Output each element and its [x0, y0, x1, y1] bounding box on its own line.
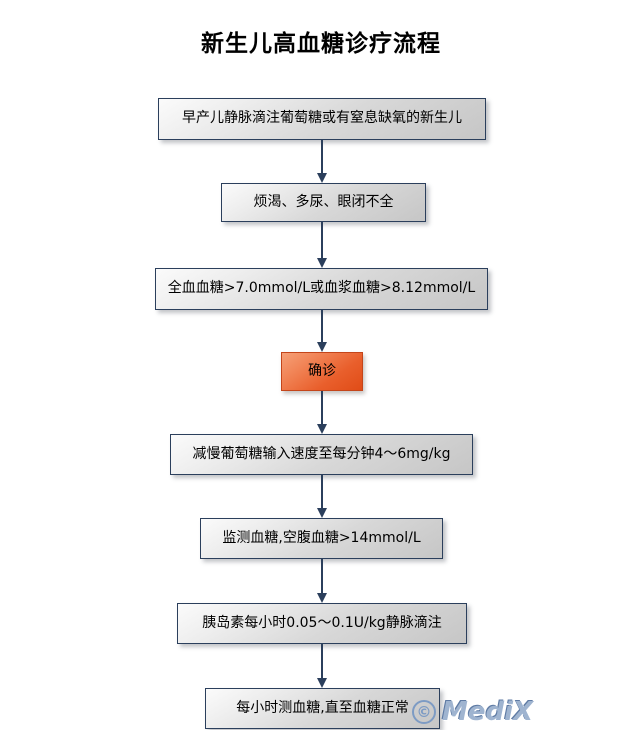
flow-node-1[interactable]: 早产儿静脉滴注葡萄糖或有窒息缺氧的新生儿: [158, 98, 486, 140]
watermark-label: MediX: [442, 697, 534, 727]
connector-arrowhead-5: [317, 508, 327, 518]
flow-node-8[interactable]: 每小时测血糖,直至血糖正常: [205, 688, 440, 729]
connector-arrowhead-1: [317, 173, 327, 183]
connector-line-6: [321, 559, 323, 593]
connector-line-3: [321, 310, 323, 342]
flow-node-6[interactable]: 监测血糖,空腹血糖>14mmol/L: [200, 518, 443, 559]
flow-node-2[interactable]: 烦渴、多尿、眼闭不全: [221, 183, 426, 222]
flow-node-3[interactable]: 全血血糖>7.0mmol/L或血浆血糖>8.12mmol/L: [155, 268, 488, 310]
flow-node-label: 每小时测血糖,直至血糖正常: [236, 699, 409, 716]
flow-node-label: 全血血糖>7.0mmol/L或血浆血糖>8.12mmol/L: [167, 280, 476, 297]
connector-line-5: [321, 475, 323, 508]
connector-arrowhead-7: [317, 678, 327, 688]
flow-node-label: 烦渴、多尿、眼闭不全: [253, 193, 394, 210]
flow-node-label: 监测血糖,空腹血糖>14mmol/L: [222, 529, 421, 546]
connector-line-1: [321, 140, 323, 173]
flow-node-7[interactable]: 胰岛素每小时0.05～0.1U/kg静脉滴注: [177, 603, 467, 644]
flow-node-label: 确诊: [308, 362, 336, 379]
flow-node-label: 减慢葡萄糖输入速度至每分钟4～6mg/kg: [192, 445, 451, 462]
connector-line-4: [321, 391, 323, 424]
flow-node-label: 胰岛素每小时0.05～0.1U/kg静脉滴注: [202, 614, 442, 631]
connector-arrowhead-6: [317, 593, 327, 603]
connector-arrowhead-2: [317, 258, 327, 268]
flow-node-label: 早产儿静脉滴注葡萄糖或有窒息缺氧的新生儿: [182, 110, 462, 127]
connector-arrowhead-3: [317, 342, 327, 352]
flow-node-5[interactable]: 减慢葡萄糖输入速度至每分钟4～6mg/kg: [170, 434, 473, 475]
connector-line-7: [321, 644, 323, 678]
flow-node-4[interactable]: 确诊: [281, 352, 363, 391]
connector-line-2: [321, 222, 323, 258]
connector-arrowhead-4: [317, 424, 327, 434]
page-title: 新生儿高血糖诊疗流程: [201, 31, 441, 57]
